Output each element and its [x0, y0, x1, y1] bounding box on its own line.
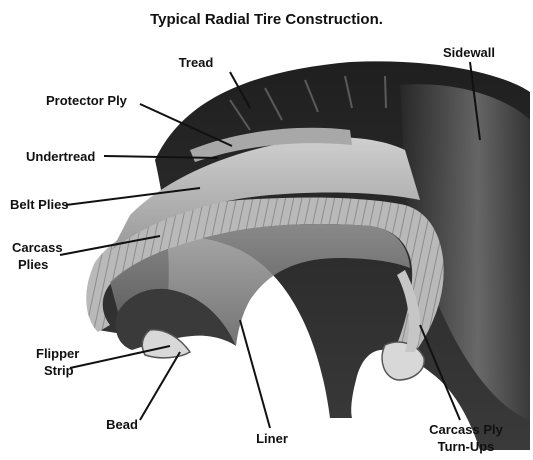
leader-bead: [140, 352, 180, 420]
label-carcass-plies-line2: Plies: [18, 257, 48, 272]
label-bead: Bead: [106, 417, 138, 432]
label-flipper-strip-line2: Strip: [44, 363, 74, 378]
leader-liner: [240, 320, 270, 428]
label-undertread: Undertread: [26, 149, 95, 164]
label-carcass-ply-turnups-line1: Carcass Ply: [429, 422, 503, 437]
tire-illustration: [86, 61, 530, 450]
label-carcass-plies-line1: Carcass: [12, 240, 63, 255]
label-flipper-strip-line1: Flipper: [36, 346, 79, 361]
label-tread: Tread: [179, 55, 214, 70]
label-carcass-ply-turnups-line2: Turn-Ups: [438, 439, 495, 454]
label-sidewall: Sidewall: [443, 45, 495, 60]
label-liner: Liner: [256, 431, 288, 446]
label-belt-plies: Belt Plies: [10, 197, 69, 212]
label-protector-ply: Protector Ply: [46, 93, 128, 108]
diagram-title: Typical Radial Tire Construction.: [150, 11, 383, 28]
